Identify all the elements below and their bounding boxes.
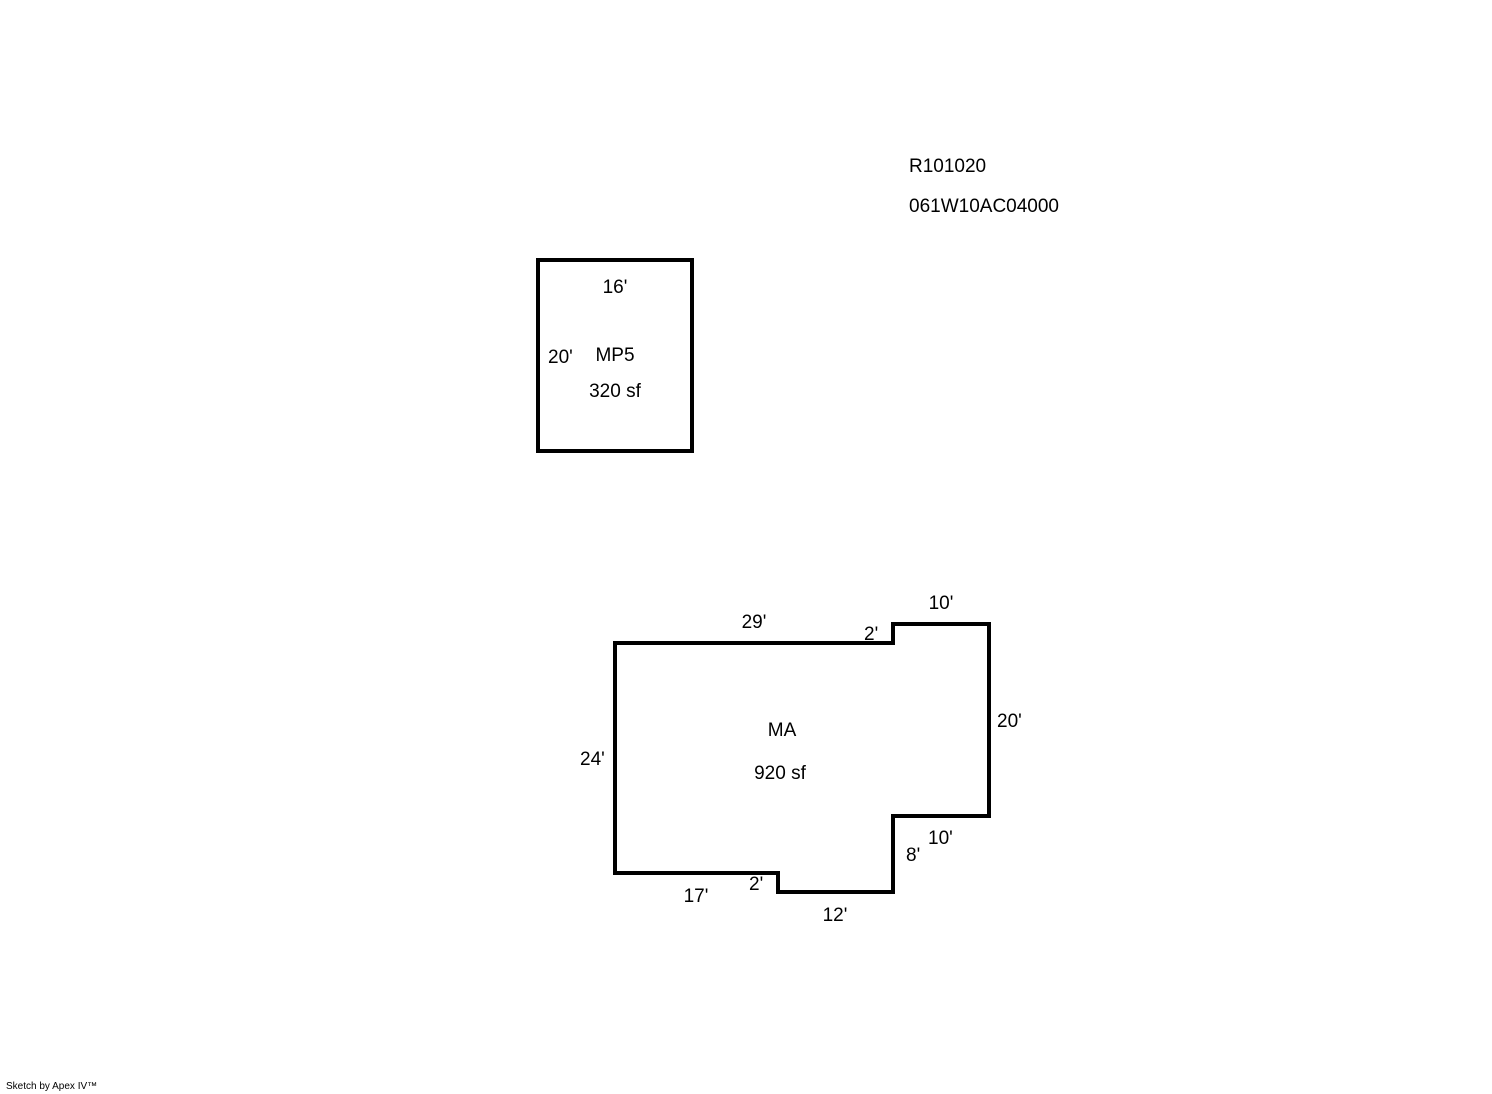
ma-right-dimension: 20'	[997, 711, 1022, 732]
ma-top-right-dimension: 10'	[928, 593, 954, 614]
ma-inner-bottom-right-dimension: 10'	[928, 828, 953, 849]
ma-bottom-dimension: 12'	[822, 905, 848, 926]
sketch-credit: Sketch by Apex IV™	[6, 1081, 98, 1092]
ma-top-dimension: 29'	[741, 612, 767, 633]
mp5-top-dimension: 16'	[602, 277, 628, 298]
mp5-side-dimension: 20'	[548, 347, 573, 368]
ma-area-size: 920 sf	[754, 763, 806, 784]
ma-step-bottom-dimension: 2'	[749, 874, 764, 895]
ma-area-code: MA	[767, 720, 797, 741]
mp5-area-size: 320 sf	[589, 381, 641, 402]
ma-left-dimension: 24'	[580, 749, 605, 770]
ma-step-top-dimension: 2'	[864, 624, 879, 645]
ma-bottom-left-dimension: 17'	[683, 886, 709, 907]
mp5-area-code: MP5	[595, 345, 635, 366]
map-number: 061W10AC04000	[909, 196, 1059, 217]
parcel-id: R101020	[909, 156, 987, 177]
ma-outline	[613, 622, 991, 894]
mp5-outline	[536, 258, 694, 453]
ma-inner-vertical-dimension: 8'	[906, 845, 921, 866]
